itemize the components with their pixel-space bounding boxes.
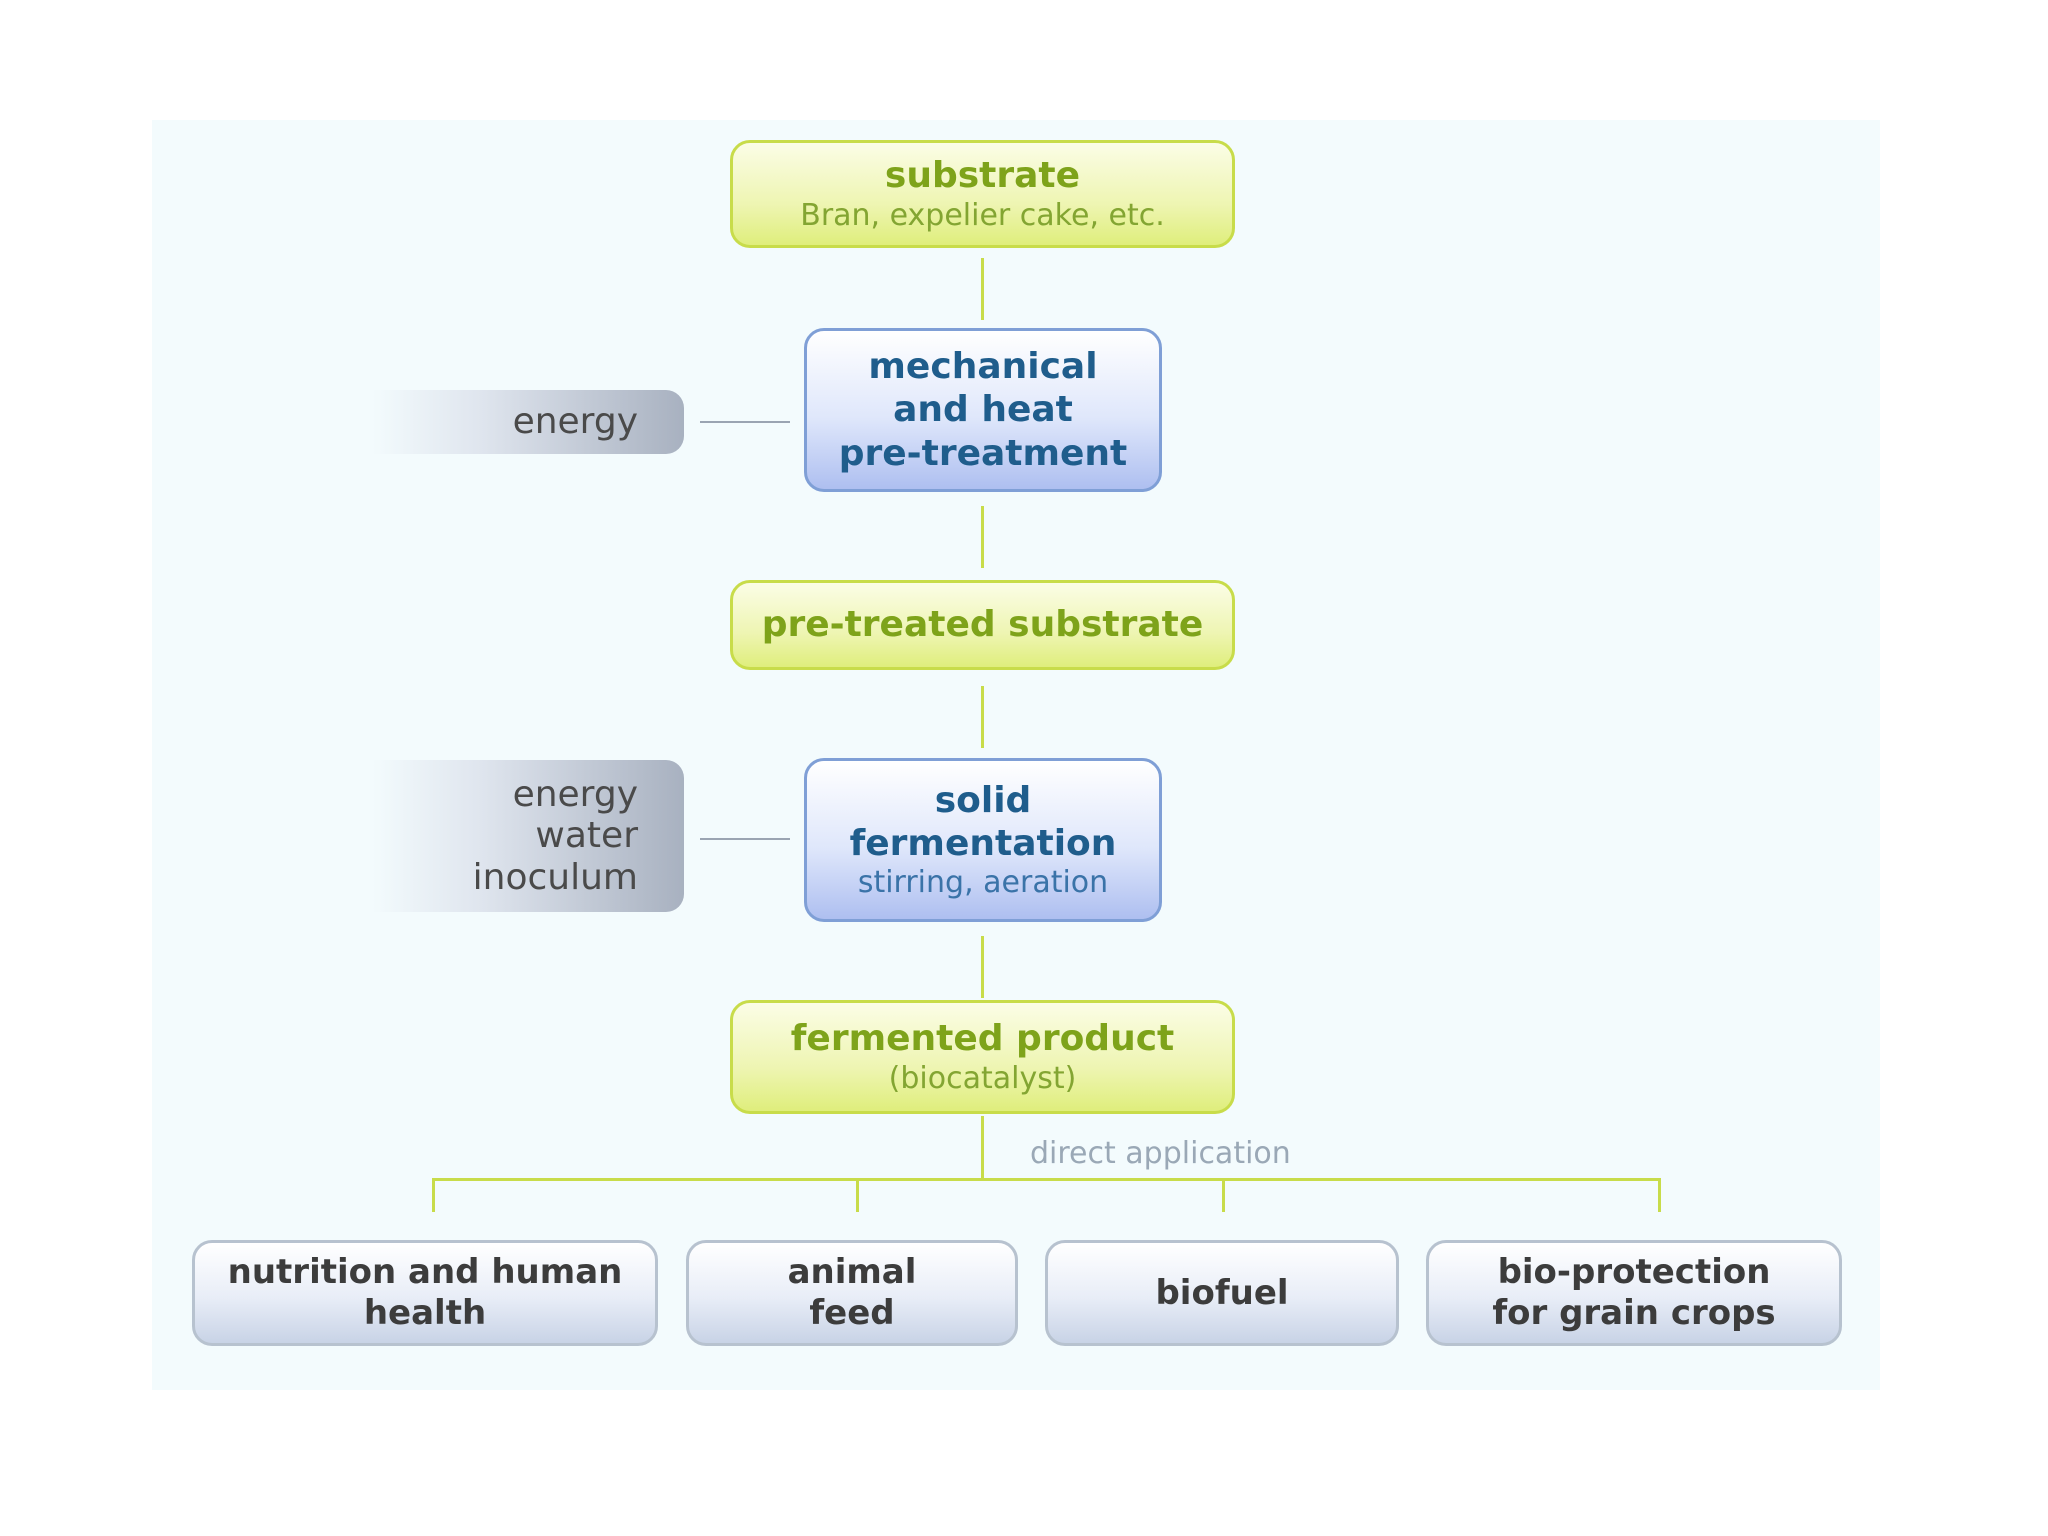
branch-drop-3 — [1222, 1178, 1225, 1212]
fermentation-input-water: water — [535, 815, 638, 857]
fermented-product-title: fermented product — [790, 1018, 1175, 1060]
fermentation-line-2: fermentation — [849, 823, 1117, 864]
energy-input-box: energy — [372, 390, 684, 454]
energy-input-label: energy — [512, 401, 638, 443]
fermented-product-node: fermented product (biocatalyst) — [730, 1000, 1235, 1114]
pretreated-substrate-title: pre-treated substrate — [761, 604, 1204, 646]
output-biofuel-label: biofuel — [1155, 1272, 1289, 1313]
substrate-node: substrate Bran, expelier cake, etc. — [730, 140, 1235, 248]
branch-bar — [432, 1178, 1661, 1181]
branch-drop-2 — [856, 1178, 859, 1212]
fermentation-inputs-box: energy water inoculum — [372, 760, 684, 912]
direct-application-label: direct application — [1030, 1136, 1291, 1171]
output-nutrition-line-1: nutrition and human — [227, 1252, 623, 1293]
pretreatment-node: mechanical and heat pre-treatment — [804, 328, 1162, 492]
fermented-product-subtitle: (biocatalyst) — [888, 1060, 1077, 1096]
pretreated-substrate-node: pre-treated substrate — [730, 580, 1235, 670]
output-animal-feed-line-2: feed — [809, 1293, 895, 1333]
connector-fermentation-product — [981, 936, 984, 998]
output-animal-feed: animal feed — [686, 1240, 1018, 1346]
pretreatment-line-3: pre-treatment — [838, 432, 1128, 474]
pretreatment-line-2: and heat — [893, 389, 1073, 431]
connector-energy-pretreatment — [700, 421, 790, 423]
output-nutrition-line-2: health — [363, 1293, 487, 1333]
connector-pretreatment-pretreated — [981, 506, 984, 568]
fermentation-subtitle: stirring, aeration — [857, 865, 1109, 901]
branch-drop-1 — [432, 1178, 435, 1212]
branch-drop-4 — [1658, 1178, 1661, 1212]
connector-inputs-fermentation — [700, 838, 790, 840]
output-biofuel: biofuel — [1045, 1240, 1399, 1346]
output-nutrition-human-health: nutrition and human health — [192, 1240, 658, 1346]
output-animal-feed-line-1: animal — [787, 1252, 917, 1293]
output-bio-protection-line-2: for grain crops — [1492, 1293, 1776, 1333]
substrate-title: substrate — [884, 155, 1081, 197]
fermentation-node: solid fermentation stirring, aeration — [804, 758, 1162, 922]
pretreatment-line-1: mechanical — [868, 346, 1098, 388]
diagram-panel — [152, 120, 1880, 1390]
fermentation-line-1: solid — [934, 779, 1032, 821]
output-bio-protection: bio-protection for grain crops — [1426, 1240, 1842, 1346]
connector-product-branch — [981, 1116, 984, 1180]
connector-pretreated-fermentation — [981, 686, 984, 748]
output-bio-protection-line-1: bio-protection — [1497, 1252, 1771, 1293]
fermentation-input-energy: energy — [512, 773, 638, 815]
fermentation-input-inoculum: inoculum — [472, 856, 638, 898]
substrate-subtitle: Bran, expelier cake, etc. — [800, 197, 1165, 233]
connector-substrate-pretreatment — [981, 258, 984, 320]
